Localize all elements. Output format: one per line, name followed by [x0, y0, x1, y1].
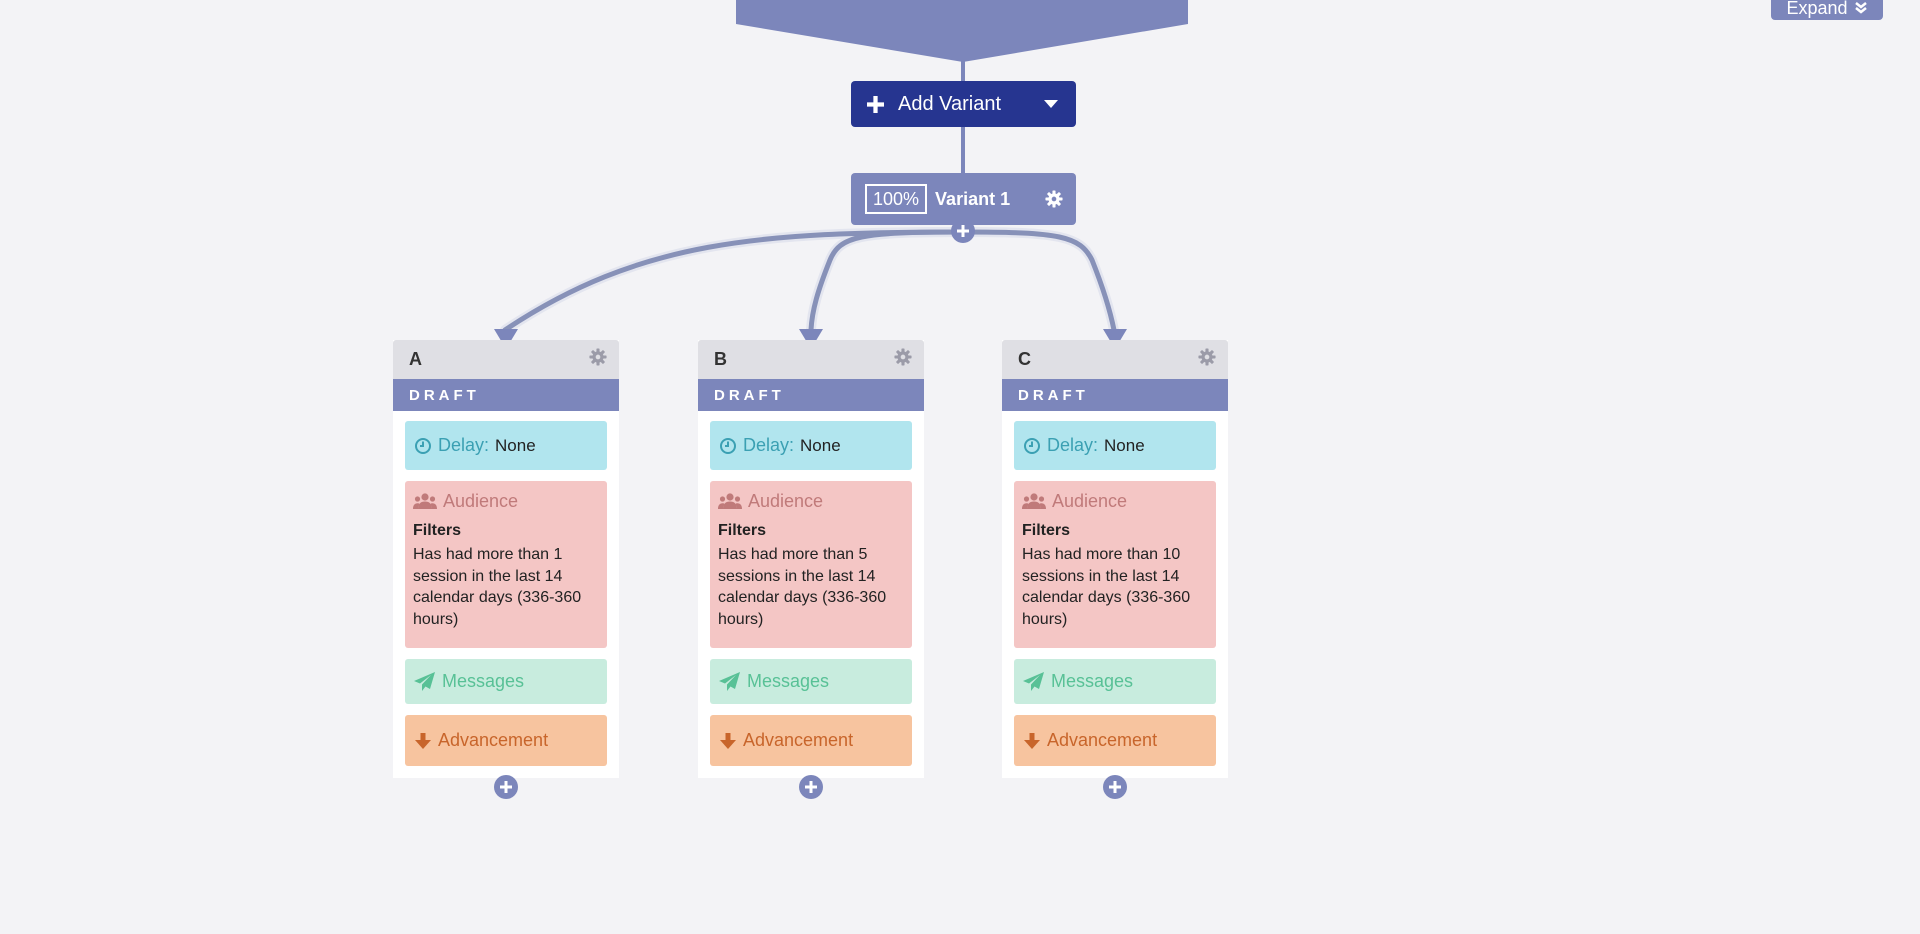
- delay-value: None: [495, 435, 536, 455]
- messages-block[interactable]: Messages: [710, 659, 912, 704]
- users-icon: [1022, 492, 1046, 509]
- plus-icon: [500, 781, 512, 793]
- delay-value: None: [1104, 435, 1145, 455]
- variant-node[interactable]: 100% Variant 1: [851, 173, 1076, 225]
- advancement-label: Advancement: [743, 730, 854, 750]
- advancement-label: Advancement: [1047, 730, 1158, 750]
- step-card-a[interactable]: A DRAFT: [393, 340, 619, 778]
- messages-block[interactable]: Messages: [1014, 659, 1216, 704]
- add-variant-label: Add Variant: [898, 92, 1002, 115]
- arrowhead-a: [494, 329, 518, 349]
- audience-label: Audience: [1052, 491, 1128, 511]
- step-card-header[interactable]: C: [1002, 340, 1228, 379]
- variant-percent[interactable]: 100%: [865, 184, 928, 214]
- expand-button[interactable]: Expand: [1771, 0, 1883, 20]
- gear-icon: [1198, 348, 1216, 366]
- add-branch-button[interactable]: [951, 219, 975, 243]
- advancement-block[interactable]: Advancement: [710, 715, 912, 766]
- branch-b-line: [808, 229, 966, 333]
- step-title: C: [1018, 349, 1031, 369]
- gear-icon: [894, 348, 912, 366]
- clock-icon: [720, 437, 736, 454]
- step-card-body: Delay: None: [393, 411, 619, 766]
- add-step-button[interactable]: [1103, 775, 1127, 799]
- arrowhead-c: [1103, 329, 1127, 349]
- caret-down-icon: [1044, 99, 1058, 108]
- add-step-button[interactable]: [494, 775, 518, 799]
- add-variant-dropdown-toggle[interactable]: [1026, 81, 1076, 127]
- add-step-button[interactable]: [799, 775, 823, 799]
- messages-label: Messages: [1051, 671, 1134, 691]
- clock-icon: [415, 437, 431, 454]
- delay-block[interactable]: Delay: None: [1014, 421, 1216, 470]
- audience-label: Audience: [443, 491, 519, 511]
- arrow-down-icon: [1024, 732, 1040, 749]
- filter-description: Has had more than 5 sessions in the last…: [718, 546, 887, 628]
- delay-label: Delay:: [438, 435, 490, 455]
- audience-block[interactable]: Audience Filters Has had more than 10 se…: [1014, 481, 1216, 648]
- step-settings-button[interactable]: [1198, 348, 1216, 371]
- messages-block[interactable]: Messages: [405, 659, 607, 704]
- paper-plane-icon: [414, 671, 435, 691]
- paper-plane-icon: [719, 671, 740, 691]
- users-icon: [718, 492, 742, 509]
- users-icon: [413, 492, 437, 509]
- advancement-block[interactable]: Advancement: [1014, 715, 1216, 766]
- entry-node-shape: [736, 0, 1188, 62]
- delay-label: Delay:: [1047, 435, 1099, 455]
- plus-icon: [805, 781, 817, 793]
- arrowhead-b: [799, 329, 823, 349]
- messages-label: Messages: [442, 671, 525, 691]
- plus-icon: [867, 95, 884, 113]
- paper-plane-icon: [1023, 671, 1044, 691]
- filter-description: Has had more than 1 session in the last …: [413, 546, 582, 628]
- gear-icon: [1045, 190, 1063, 208]
- step-card-body: Delay: None: [1002, 411, 1228, 766]
- delay-label: Delay:: [743, 435, 795, 455]
- arrow-down-icon: [720, 732, 736, 749]
- gear-icon: [589, 348, 607, 366]
- branch-b-halo: [806, 227, 968, 335]
- double-chevron-down-icon: [1854, 2, 1867, 14]
- status-badge: DRAFT: [1002, 379, 1228, 411]
- filters-title: Filters: [718, 522, 767, 539]
- arrow-down-icon: [415, 732, 431, 749]
- status-badge: DRAFT: [393, 379, 619, 411]
- step-card-b[interactable]: B DRAFT: [698, 340, 924, 778]
- branch-c-line: [960, 229, 1117, 333]
- expand-label: Expand: [1786, 0, 1848, 18]
- branch-c-halo: [958, 227, 1119, 335]
- plus-icon: [1109, 781, 1121, 793]
- messages-label: Messages: [747, 671, 830, 691]
- audience-label: Audience: [748, 491, 824, 511]
- step-settings-button[interactable]: [589, 348, 607, 371]
- branch-a-halo: [500, 227, 968, 335]
- plus-icon: [957, 225, 969, 237]
- step-settings-button[interactable]: [894, 348, 912, 371]
- audience-block[interactable]: Audience Filters Has had more than 1 ses…: [405, 481, 607, 648]
- clock-icon: [1024, 437, 1040, 454]
- delay-value: None: [800, 435, 841, 455]
- step-card-header[interactable]: A: [393, 340, 619, 379]
- delay-block[interactable]: Delay: None: [710, 421, 912, 470]
- delay-block[interactable]: Delay: None: [405, 421, 607, 470]
- filters-title: Filters: [1022, 522, 1071, 539]
- audience-block[interactable]: Audience Filters Has had more than 5 ses…: [710, 481, 912, 648]
- advancement-block[interactable]: Advancement: [405, 715, 607, 766]
- status-badge: DRAFT: [698, 379, 924, 411]
- step-title: B: [714, 349, 727, 369]
- step-card-header[interactable]: B: [698, 340, 924, 379]
- step-card-c[interactable]: C DRAFT: [1002, 340, 1228, 778]
- step-title: A: [409, 349, 422, 369]
- variant-settings-button[interactable]: [1032, 190, 1076, 208]
- filter-description: Has had more than 10 sessions in the las…: [1022, 546, 1191, 628]
- advancement-label: Advancement: [438, 730, 549, 750]
- variant-name: Variant 1: [935, 188, 1011, 209]
- step-card-body: Delay: None: [698, 411, 924, 766]
- add-variant-button[interactable]: Add Variant: [851, 81, 1076, 127]
- filters-title: Filters: [413, 522, 462, 539]
